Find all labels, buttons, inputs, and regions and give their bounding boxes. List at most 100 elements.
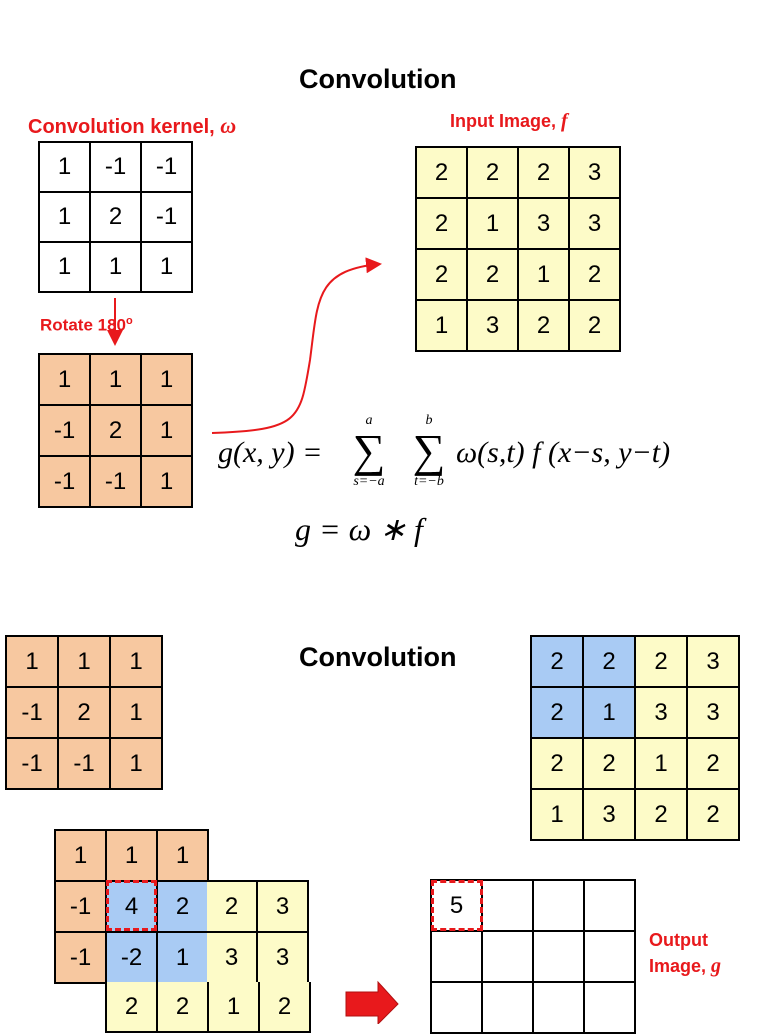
sum-2: b ∑ t=−b (406, 414, 452, 490)
output-cell (432, 932, 483, 983)
bottom-input-cell: 2 (532, 739, 584, 790)
rotated-kernel-cell: 1 (142, 406, 193, 457)
kernel-label-symbol: ω (220, 113, 237, 138)
overlap-cell: 2 (207, 882, 258, 933)
bottom-input-cell: 2 (532, 637, 584, 688)
input-cell: 1 (417, 301, 468, 352)
sigma-1-icon: ∑ (352, 425, 386, 476)
kernel-cell: 1 (91, 243, 142, 293)
overlap-cell: 3 (207, 933, 258, 984)
output-label-line1: Output (649, 930, 708, 950)
bottom-input-cell: 3 (688, 688, 740, 739)
bottom-kernel-cell: 2 (59, 688, 111, 739)
output-cell (534, 932, 585, 983)
formula-lhs: g(x, y) = (218, 436, 323, 469)
kernel-cell: 1 (40, 193, 91, 243)
rotate-label: Rotate 180o (40, 315, 133, 336)
short-formula: g = ω ∗ f (295, 511, 423, 547)
kernel-cell: -1 (91, 143, 142, 193)
kernel-cell: 1 (40, 143, 91, 193)
output-label-line2: Image, g (649, 953, 721, 979)
input-label-text: Input Image, (450, 111, 562, 131)
overlap-cell: 2 (158, 882, 209, 933)
overlap-image-bottom: 2 2 1 2 (105, 982, 311, 1033)
output-cell (483, 932, 534, 983)
bottom-kernel-grid: 1 1 1 -1 2 1 -1 -1 1 (5, 635, 163, 790)
overlap-cell: 1 (158, 831, 209, 882)
input-cell: 3 (570, 199, 621, 250)
overlap-cell: 3 (258, 882, 309, 933)
overlap-cell: -1 (56, 933, 107, 984)
output-cell (585, 932, 636, 983)
rotated-kernel-cell: 1 (142, 457, 193, 508)
top-title: Convolution (299, 64, 457, 94)
bottom-input-cell: 2 (688, 790, 740, 841)
input-cell: 3 (519, 199, 570, 250)
kernel-grid: 1 -1 -1 1 2 -1 1 1 1 (38, 141, 193, 293)
rotated-kernel-cell: 1 (40, 355, 91, 406)
input-cell: 2 (417, 250, 468, 301)
input-image-label: Input Image, f (450, 110, 568, 133)
bottom-input-image-grid: 2 2 2 3 2 1 3 3 2 2 1 2 1 3 2 2 (530, 635, 740, 841)
output-cell (483, 983, 534, 1034)
input-cell: 2 (417, 199, 468, 250)
kernel-label-text: Convolution kernel, (28, 116, 221, 138)
center-highlight-box (106, 880, 157, 931)
bottom-kernel-cell: -1 (7, 739, 59, 790)
sum-1-bottom: s=−a (353, 474, 385, 489)
bottom-kernel-cell: -1 (7, 688, 59, 739)
bottom-input-cell: 1 (532, 790, 584, 841)
output-image-label: Output Image, g (649, 927, 721, 979)
bottom-input-cell: 3 (688, 637, 740, 688)
rotated-kernel-cell: -1 (40, 406, 91, 457)
input-cell: 3 (570, 148, 621, 199)
convolution-formula: g(x, y) = a ∑ s=−a b ∑ t=−b ω(s,t) f (x−… (218, 414, 748, 504)
kernel-cell: -1 (142, 193, 193, 243)
bottom-kernel-cell: 1 (59, 637, 111, 688)
output-cell (432, 983, 483, 1034)
input-cell: 3 (468, 301, 519, 352)
bottom-kernel-cell: 1 (111, 739, 163, 790)
curved-arrow (211, 257, 382, 434)
overlap-cell: -1 (56, 882, 107, 933)
overlap-cell: 3 (258, 933, 309, 984)
bottom-input-cell: 1 (584, 688, 636, 739)
kernel-cell: 2 (91, 193, 142, 243)
input-cell: 2 (570, 301, 621, 352)
rotate-label-sup: o (125, 315, 133, 327)
bottom-kernel-cell: 1 (111, 688, 163, 739)
sum-1-top: a (365, 413, 373, 428)
bottom-kernel-cell: -1 (59, 739, 111, 790)
bottom-kernel-cell: 1 (111, 637, 163, 688)
output-cell (534, 881, 585, 932)
bottom-input-cell: 3 (584, 790, 636, 841)
rotated-kernel-cell: -1 (40, 457, 91, 508)
bottom-input-cell: 3 (636, 688, 688, 739)
sigma-2-icon: ∑ (412, 425, 446, 476)
kernel-cell: -1 (142, 143, 193, 193)
bottom-input-cell: 2 (636, 790, 688, 841)
output-label-line2-text: Image, (649, 956, 712, 976)
output-label-symbol: g (711, 955, 722, 977)
right-arrow-icon (345, 980, 399, 1024)
formula-rhs: ω(s,t) f (x−s, y−t) (456, 436, 671, 469)
sum-2-bottom: t=−b (414, 474, 444, 489)
input-cell: 1 (519, 250, 570, 301)
overlap-cell: 4 (107, 882, 158, 933)
bottom-input-cell: 2 (636, 637, 688, 688)
input-cell: 2 (570, 250, 621, 301)
input-cell: 2 (468, 148, 519, 199)
input-image-grid: 2 2 2 3 2 1 3 3 2 2 1 2 1 3 2 2 (415, 146, 621, 352)
input-cell: 2 (519, 148, 570, 199)
rotated-kernel-cell: 2 (91, 406, 142, 457)
kernel-cell: 1 (40, 243, 91, 293)
sum-1: a ∑ s=−a (346, 414, 392, 490)
input-cell: 1 (468, 199, 519, 250)
kernel-cell: 1 (142, 243, 193, 293)
output-cell (585, 881, 636, 932)
bottom-input-cell: 2 (584, 637, 636, 688)
overlap-cell: 1 (56, 831, 107, 882)
output-cell: 5 (432, 881, 483, 932)
